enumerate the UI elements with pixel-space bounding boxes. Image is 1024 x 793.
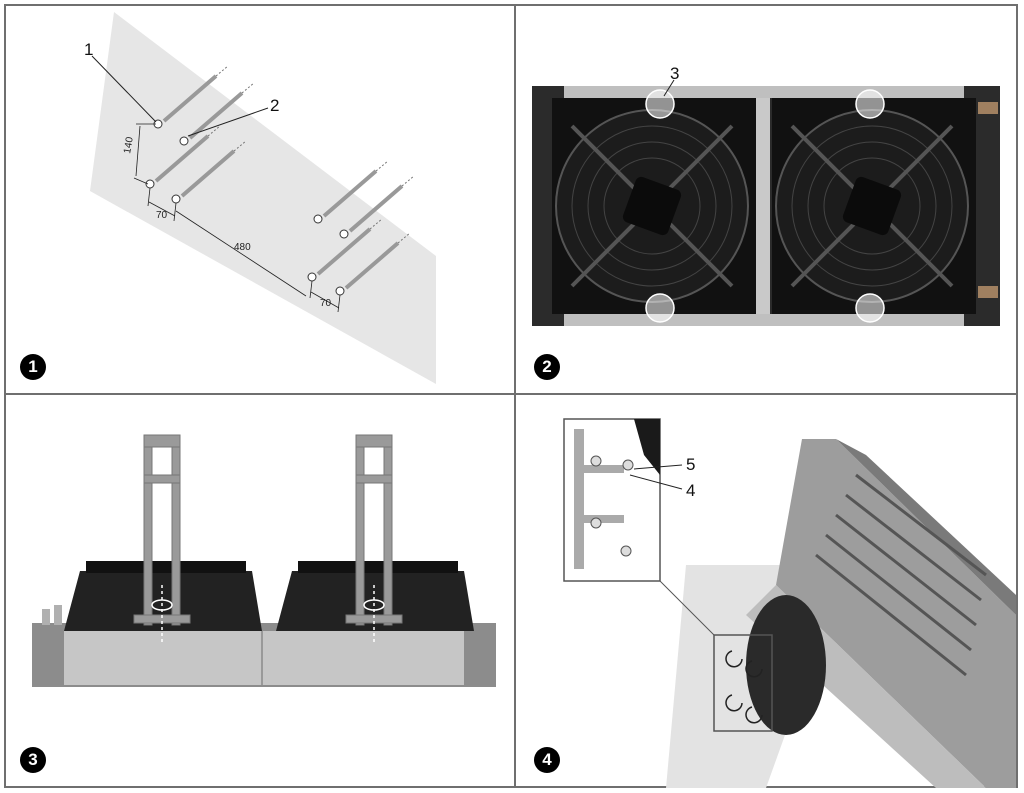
panel-4-number-badge: 4 xyxy=(534,747,560,773)
fan-right xyxy=(772,98,976,314)
callout-2-leader xyxy=(187,107,269,137)
callout-5-leader xyxy=(633,464,683,470)
panel-2-unit-rear-view: 3 2 xyxy=(516,6,1018,393)
dimension-70-lower: 70 xyxy=(320,298,332,309)
unit-body xyxy=(746,439,1016,788)
dimension-140: 140 xyxy=(122,136,136,155)
panel-1-mounting-layout: 140 70 480 70 1 2 1 xyxy=(6,6,514,393)
panel-4-wall-mounting: 5 4 4 xyxy=(516,395,1018,788)
dimension-480: 480 xyxy=(234,242,251,253)
fan-cone-left xyxy=(64,571,262,631)
callout-1: 1 xyxy=(84,40,94,59)
panel-divider-vertical xyxy=(514,4,516,788)
pipe-connection-top xyxy=(978,102,998,114)
callout-4-leader xyxy=(629,474,683,490)
callout-3: 3 xyxy=(670,64,680,83)
lower-bolt-group xyxy=(307,160,415,296)
pipe-connection-bottom xyxy=(978,286,998,298)
panel-1-number-badge: 1 xyxy=(20,354,46,380)
rotation-arrow-left xyxy=(151,599,173,611)
wall-plane xyxy=(90,12,436,384)
mounting-point-highlights xyxy=(645,89,885,323)
callout-4: 4 xyxy=(686,481,696,500)
panel-1-drawing: 140 70 480 70 xyxy=(90,12,436,384)
bracket-right xyxy=(345,434,403,626)
detail-source-box xyxy=(713,634,773,732)
unit-front-panel xyxy=(64,631,464,685)
rotation-arrow-right xyxy=(363,599,385,611)
panel-4-drawing xyxy=(563,418,1016,788)
mounting-hooks xyxy=(725,650,763,724)
dimension-lines xyxy=(133,123,341,313)
center-divider xyxy=(756,98,770,314)
figure-frame xyxy=(4,4,1018,788)
panel-2-number-badge: 2 xyxy=(534,354,560,380)
callout-5: 5 xyxy=(686,455,696,474)
detail-connector-line xyxy=(659,580,715,636)
fan-cone-right xyxy=(276,571,474,631)
detail-bracket xyxy=(574,419,660,569)
fan-left xyxy=(552,98,756,314)
bottom-rail xyxy=(564,314,964,326)
callout-3-leader xyxy=(663,79,675,97)
pipe-stub-left xyxy=(42,609,50,625)
panel-divider-horizontal xyxy=(4,393,1018,395)
bracket-left xyxy=(133,434,191,626)
callout-2: 2 xyxy=(270,96,280,115)
panel-3-number-badge: 3 xyxy=(20,747,46,773)
fastening-arrows xyxy=(161,585,375,643)
callout-1-leader xyxy=(91,55,157,123)
dimension-70-upper: 70 xyxy=(156,210,168,221)
panel-2-drawing xyxy=(532,79,1000,326)
panel-3-bracket-fitting: 3 xyxy=(6,395,514,788)
panel-3-drawing xyxy=(32,434,496,687)
top-rail xyxy=(564,86,964,98)
